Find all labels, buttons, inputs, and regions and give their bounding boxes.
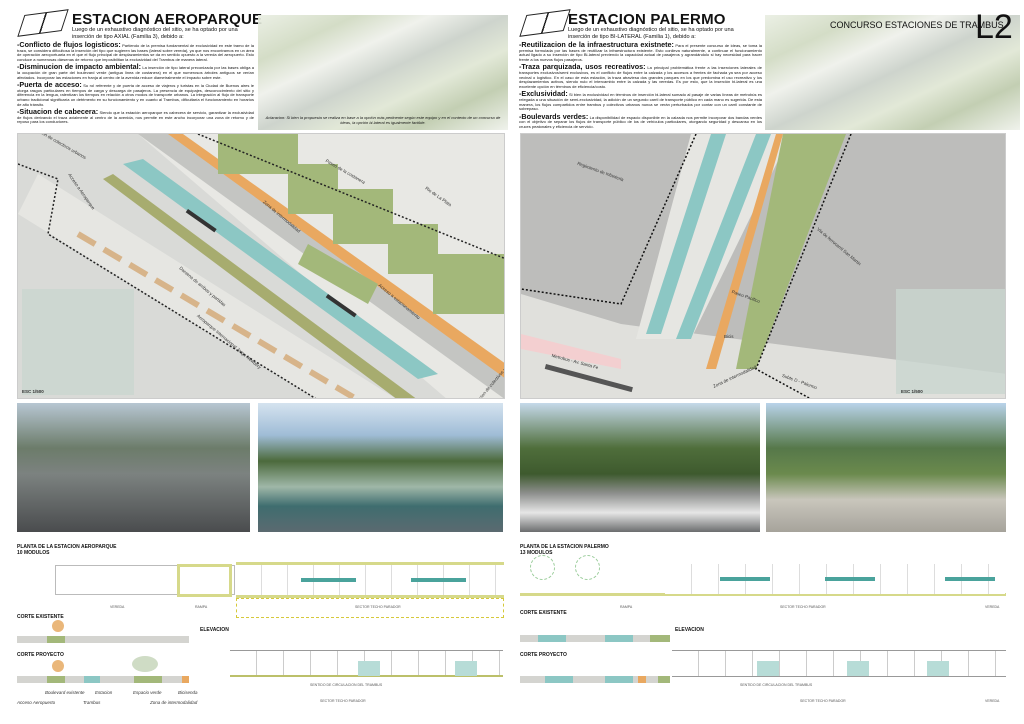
left-points: -Conflicto de flujos logisticos: Partien…	[17, 40, 254, 128]
right-title: ESTACION PALERMO	[568, 11, 726, 28]
point-head: -Exclusividad:	[519, 89, 568, 99]
right-site-plan: Regimiento de Infanteria Paseo Pacifico …	[520, 133, 1006, 399]
station-plan-modules	[665, 564, 1005, 594]
point-body: Si bien la exclusividad en términos de i…	[519, 92, 762, 112]
station-elevation	[672, 650, 1006, 677]
section-label: Acceso Aeropuerto	[17, 700, 56, 705]
competition-title: CONCURSO ESTACIONES DE TRAMBUS	[830, 20, 1004, 30]
point-body: Su rol referente y de puerta de acceso d…	[17, 83, 254, 107]
book-icon	[17, 9, 69, 37]
curb-line	[520, 593, 1006, 596]
section-label: Estacion	[95, 690, 113, 695]
right-intro: Luego de un exhaustivo diagnóstico del s…	[568, 27, 734, 40]
point-head: -Traza parquizada, usos recreativos:	[519, 62, 646, 72]
palermo-station-render	[766, 403, 1006, 532]
book-icon	[519, 9, 571, 37]
sector-label: SECTOR TECHO PARADOR	[320, 699, 366, 703]
plan-title: PLANTA DE LA ESTACION AEROPARQUE	[17, 544, 117, 550]
point-head: -Disminucion de impacto ambiental:	[17, 62, 142, 72]
modules-count: 13 MODULOS	[520, 550, 553, 556]
vereda-label: VEREDA	[985, 699, 1000, 703]
sector-label: SECTOR TECHO PARADOR	[355, 605, 401, 609]
aeroparque-street-render	[17, 403, 250, 532]
circulation-label: SENTIDO DE CIRCULACION DEL TRAMBUS	[740, 683, 813, 687]
corte-existente-title: CORTE EXISTENTE	[17, 614, 64, 620]
section-existing	[17, 636, 189, 643]
sheet-number: L2	[975, 8, 1013, 46]
section-label: Boulevard existente	[45, 690, 85, 695]
aclaracion-note: Aclaracion: Si bien la propuesta se real…	[265, 115, 501, 125]
corte-proyecto-title: CORTE PROYECTO	[520, 652, 567, 658]
section-label: Espacio verde	[133, 690, 162, 695]
tree-icon	[52, 620, 64, 632]
aeroparque-station-render	[258, 403, 503, 532]
point-head: -Reutilizacion de la infraestructura exi…	[519, 40, 674, 49]
scale-label: ESC 1/500	[22, 389, 44, 394]
palermo-street-render	[520, 403, 760, 532]
section-project	[17, 676, 189, 683]
corte-proyecto-title: CORTE PROYECTO	[17, 652, 64, 658]
ramp-outline	[177, 564, 232, 597]
corte-existente-title: CORTE EXISTENTE	[520, 610, 567, 616]
vereda-label: VEREDA	[110, 605, 125, 609]
point-head: -Puerta de acceso:	[17, 80, 82, 90]
plan-title: PLANTA DE LA ESTACION PALERMO	[520, 544, 609, 550]
location-inset-map	[22, 289, 134, 395]
right-points: -Reutilizacion de la infraestructura exi…	[519, 40, 763, 133]
point-body: Para el presente concurso de ideas, se t…	[519, 43, 763, 62]
point-body: La inserción de tipo lateral preconizada…	[17, 65, 254, 80]
scale-label: ESC 1/500	[901, 389, 923, 394]
point-head: -Situacion de cabecera:	[17, 107, 99, 117]
left-aerial-render	[258, 15, 508, 130]
point-body: Siendo que la estación aeroparque es cab…	[17, 110, 254, 125]
tree-icon	[132, 656, 158, 672]
left-title: ESTACION AEROPARQUE	[72, 11, 263, 28]
elevation-title: ELEVACION	[675, 627, 704, 633]
location-inset-map	[896, 289, 1005, 394]
circulation-label: SENTIDO DE CIRCULACION DEL TRAMBUS	[310, 683, 383, 687]
rampa-label: RAMPA	[620, 605, 633, 609]
elevation-title: ELEVACION	[200, 627, 229, 633]
point-body: La disponibilidad de espacio disponible …	[519, 114, 763, 129]
station-plan-modules	[236, 562, 504, 598]
tree-plan-icon	[575, 555, 600, 580]
plan-graphic	[521, 134, 1005, 398]
point-body: La principal problemática frente a las i…	[519, 65, 762, 89]
plan-label: Bicis	[724, 334, 734, 339]
point-body: Partiendo de la premisa fundamental de e…	[17, 43, 254, 62]
section-label: Trambus	[83, 700, 101, 705]
plan-graphic	[18, 134, 504, 398]
point-head: -Boulevards verdes:	[519, 111, 589, 121]
left-intro: Luego de un exhaustivo diagnóstico del s…	[72, 27, 238, 40]
sector-label: SECTOR TECHO PARADOR	[780, 605, 826, 609]
roof-sector-outline	[236, 598, 504, 618]
tree-plan-icon	[530, 555, 555, 580]
station-elevation	[230, 650, 503, 677]
rampa-label: RAMPA	[195, 605, 208, 609]
section-project	[520, 676, 670, 683]
point-head: -Conflicto de flujos logisticos:	[17, 40, 121, 49]
sector-label: SECTOR TECHO PARADOR	[800, 699, 846, 703]
modules-count: 10 MODULOS	[17, 550, 50, 556]
ramp-plan	[55, 565, 235, 595]
section-label: Bicisenda	[178, 690, 198, 695]
tree-icon	[52, 660, 64, 672]
vereda-label: VEREDA	[985, 605, 1000, 609]
right-aerial-render	[765, 15, 1020, 130]
section-label: Zona de intermodalidad	[150, 700, 198, 705]
section-existing	[520, 635, 670, 642]
left-site-plan: Estacion de colectivos urbanos Acceso a …	[17, 133, 505, 399]
